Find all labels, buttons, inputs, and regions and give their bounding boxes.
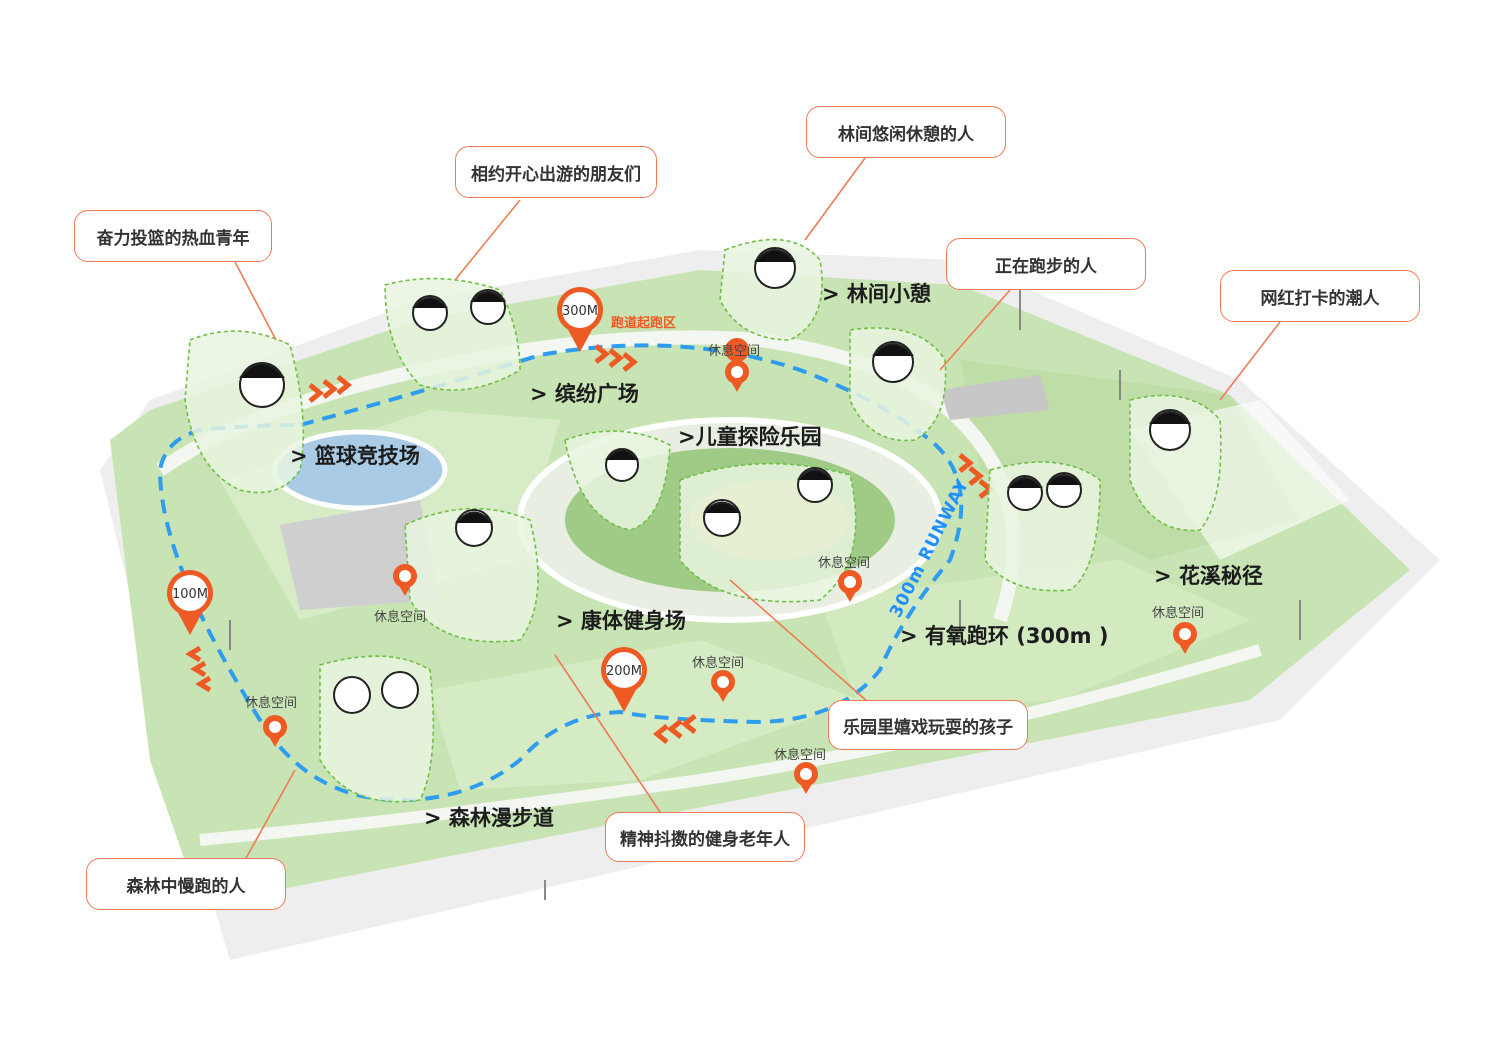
building bbox=[940, 375, 1050, 420]
callout-children: 乐园里嬉戏玩耍的孩子 bbox=[828, 700, 1028, 750]
distance-marker-200: 200M bbox=[601, 647, 647, 712]
marker-100-label: 100M bbox=[172, 587, 208, 602]
callout-friends: 相约开心出游的朋友们 bbox=[455, 146, 657, 198]
direction-chevrons bbox=[185, 344, 995, 744]
people-figures bbox=[239, 247, 1191, 714]
rest-label: 休息空间 bbox=[818, 556, 871, 571]
rest-label: 休息空间 bbox=[374, 610, 427, 625]
rest-pins bbox=[263, 338, 1197, 794]
callout-leaders bbox=[234, 157, 1281, 861]
rest-label: 休息空间 bbox=[708, 344, 761, 359]
rest-label: 休息空间 bbox=[1152, 606, 1205, 621]
trees bbox=[229, 290, 1301, 900]
rest-label: 休息空间 bbox=[774, 748, 827, 763]
distance-marker-300: 300M bbox=[557, 287, 603, 352]
zone-fitness: > 康体健身场 bbox=[556, 609, 686, 633]
rest-label: 休息空间 bbox=[245, 696, 298, 711]
distance-marker-100: 100M bbox=[167, 570, 213, 635]
zone-running-loop: > 有氧跑环 (300m ) bbox=[900, 624, 1109, 648]
callout-forest-runner: 森林中慢跑的人 bbox=[86, 858, 286, 910]
marker-200-label: 200M bbox=[606, 664, 642, 679]
zone-basketball-court: > 篮球竞技场 bbox=[290, 444, 420, 468]
callout-resting: 林间悠闲休憩的人 bbox=[806, 106, 1006, 158]
walkway bbox=[199, 644, 1262, 846]
zone-plaza: > 缤纷广场 bbox=[530, 382, 639, 406]
zone-forest-rest: > 林间小憩 bbox=[822, 282, 931, 306]
callout-influencer: 网红打卡的潮人 bbox=[1220, 270, 1420, 322]
grass-patch bbox=[820, 560, 1250, 710]
callout-basketball: 奋力投篮的热血青年 bbox=[74, 210, 272, 262]
start-area-label: 跑道起跑区 bbox=[611, 316, 677, 331]
callout-jogging: 正在跑步的人 bbox=[946, 238, 1146, 290]
marker-300-label: 300M bbox=[562, 304, 598, 319]
callout-elderly: 精神抖擞的健身老年人 bbox=[605, 812, 805, 862]
rest-label: 休息空间 bbox=[692, 656, 745, 671]
zone-kids-park: >儿童探险乐园 bbox=[678, 425, 822, 449]
zone-forest-walk: > 森林漫步道 bbox=[424, 806, 554, 830]
zone-flower-path: > 花溪秘径 bbox=[1154, 564, 1263, 588]
